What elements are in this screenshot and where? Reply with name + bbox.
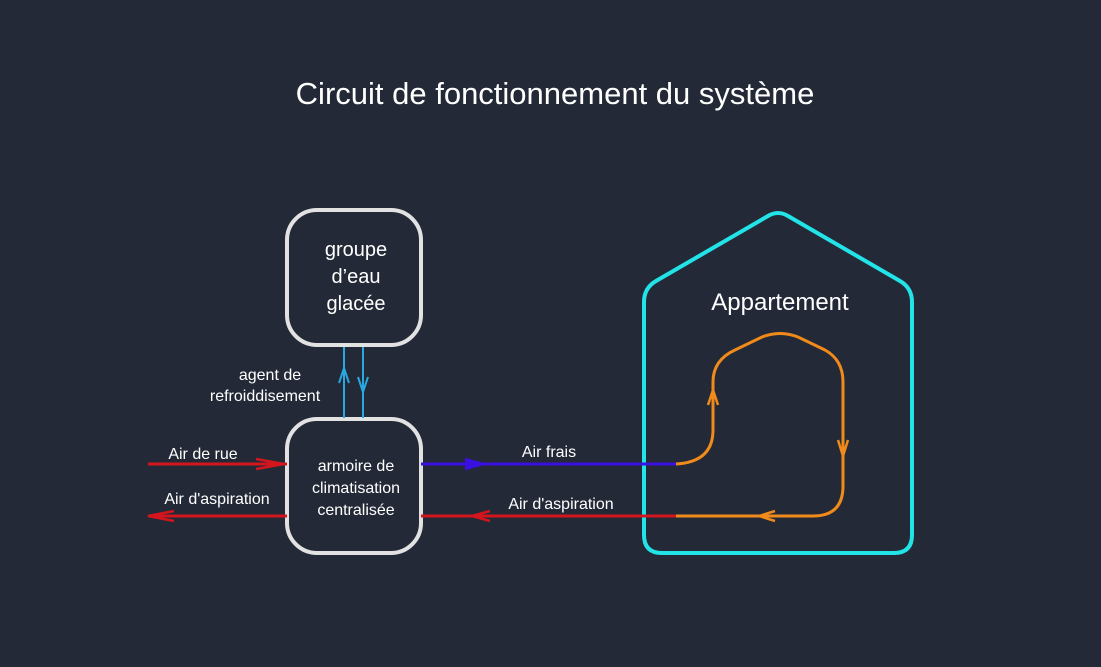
ahu-label-line: armoire de [318,458,395,475]
ahu-box [285,417,423,555]
street-air-arrow-icon [255,457,285,471]
loop-down-arrow-icon [836,439,850,461]
chiller-label-line: d’eau [332,266,381,288]
ahu-label-line: climatisation [312,480,400,497]
fresh-air-arrow-icon [465,457,488,471]
exhaust-return-arrow-icon [467,509,491,523]
ahu-label-line: centralisée [317,502,394,519]
coolant-down-arrow-icon [357,376,369,396]
chiller-label-line: groupe [325,239,387,261]
exhaust-out-arrow-icon [147,509,175,523]
apartment-label: Appartement [711,289,849,316]
fresh-air-label: Air frais [522,444,576,461]
chiller-label-line: glacée [327,293,386,315]
diagram-title: Circuit de fonctionnement du système [296,76,815,111]
exhaust-return-label: Air d'aspiration [508,496,613,513]
loop-left-arrow-icon [754,509,776,523]
chiller-box [285,208,423,347]
coolant-label-line: agent de [239,367,301,384]
street-air-label: Air de rue [168,446,237,463]
coolant-label-line: refroiddisement [210,388,321,405]
chiller-node: groupe d’eau glacée [285,208,423,347]
ahu-node: armoire de climatisation centralisée [285,417,423,555]
room-air-loop [675,332,845,518]
apartment-house-outline [642,211,914,555]
coolant-up-arrow-icon [338,364,350,384]
exhaust-out-label: Air d'aspiration [164,491,269,508]
loop-up-arrow-icon [706,386,720,406]
